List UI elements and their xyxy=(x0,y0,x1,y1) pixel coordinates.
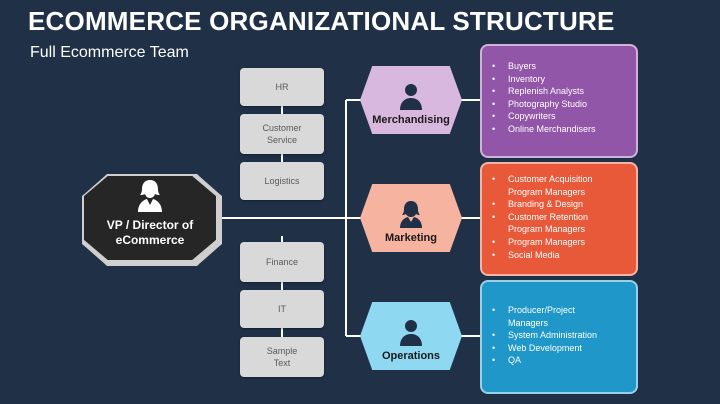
dept-box-finance: Finance xyxy=(240,242,324,282)
role-item: Online Merchandisers xyxy=(492,123,636,136)
dept-label: Finance xyxy=(265,257,299,267)
dept-label: Sample xyxy=(266,346,298,356)
dept-box-hr: HR xyxy=(240,68,324,106)
dept-box-customer-service: Customer Service xyxy=(240,114,324,154)
dept-label: Text xyxy=(273,358,291,368)
role-item-continuation: Managers xyxy=(508,317,549,328)
role-item: Customer Retention xyxy=(492,211,636,224)
division-label: Operations xyxy=(381,350,441,362)
male-person-icon xyxy=(400,320,422,346)
male-person-icon xyxy=(400,84,422,110)
operations-roles-panel: Producer/Project Managers System Adminis… xyxy=(480,280,638,394)
role-item: QA xyxy=(492,354,636,367)
role-item-continuation: Program Managers xyxy=(508,224,586,235)
dept-box-logistics: Logistics xyxy=(240,162,324,200)
dept-box-sample-text: Sample Text xyxy=(240,337,324,377)
marketing-roles-panel: Customer Acquisition Program Managers Br… xyxy=(480,162,638,276)
role-item: Inventory xyxy=(492,73,636,86)
role-item: Photography Studio xyxy=(492,98,636,111)
division-marketing: Marketing xyxy=(360,184,462,252)
dept-label: Customer xyxy=(262,123,302,133)
role-item: Buyers xyxy=(492,60,636,73)
role-item: Web Development xyxy=(492,342,636,355)
division-merchandising: Merchandising xyxy=(360,66,462,134)
page-subtitle: Full Ecommerce Team xyxy=(30,44,189,61)
female-person-icon xyxy=(400,201,422,228)
page-title: ECOMMERCE ORGANIZATIONAL STRUCTURE xyxy=(28,6,615,36)
vp-label-line1: VP / Director of xyxy=(106,218,194,232)
role-item: Replenish Analysts xyxy=(492,85,636,98)
role-item: Social Media xyxy=(492,249,636,262)
role-item: Program Managers xyxy=(492,236,636,249)
role-item: Program Managers xyxy=(508,223,636,236)
dept-label: Service xyxy=(266,135,297,145)
role-item: Producer/Project xyxy=(492,304,636,317)
role-item: Branding & Design xyxy=(492,198,636,211)
vp-label-line2: eCommerce xyxy=(115,233,185,247)
role-item: Managers xyxy=(508,317,636,330)
division-label: Merchandising xyxy=(372,114,450,126)
dept-label: Logistics xyxy=(264,176,300,186)
female-person-icon xyxy=(138,180,162,212)
role-item: Program Managers xyxy=(508,186,636,199)
dept-label: HR xyxy=(275,82,289,92)
dept-label: IT xyxy=(278,304,286,314)
dept-box-it: IT xyxy=(240,290,324,328)
division-operations: Operations xyxy=(360,302,462,370)
role-item: System Administration xyxy=(492,329,636,342)
role-item: Copywriters xyxy=(492,110,636,123)
vp-box: VP / Director of eCommerce xyxy=(84,176,216,260)
division-label: Marketing xyxy=(385,232,437,244)
merchandising-roles-panel: Buyers Inventory Replenish Analysts Phot… xyxy=(480,44,638,158)
role-item-continuation: Program Managers xyxy=(508,186,586,197)
role-item: Customer Acquisition xyxy=(492,173,636,186)
